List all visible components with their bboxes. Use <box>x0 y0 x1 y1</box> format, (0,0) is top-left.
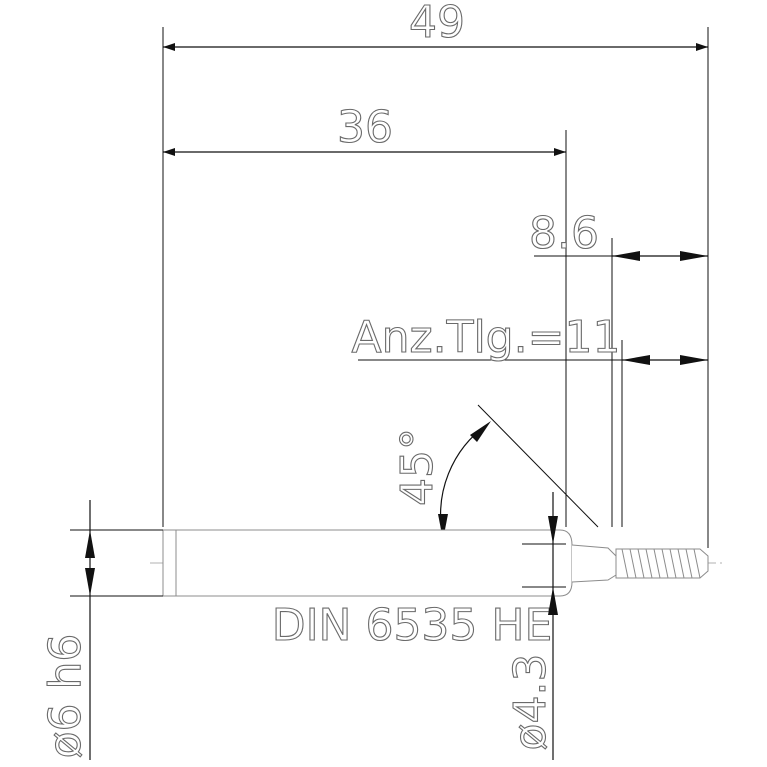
shank-diameter-label: ø6 h6 <box>40 634 91 759</box>
dimension-teeth-count: Anz.Tlg.=11 <box>351 311 708 365</box>
overall-length-label: 49 <box>409 0 465 48</box>
thread-length-label: 8.6 <box>529 208 599 259</box>
extension-lines <box>162 27 709 548</box>
angle-label: 45° <box>392 428 443 506</box>
dimension-shank-diameter: ø6 h6 <box>39 500 163 760</box>
neck-diameter-label: ø4.3 <box>505 654 556 751</box>
shank-length-label: 36 <box>337 102 393 153</box>
teeth-count-label: Anz.Tlg.=11 <box>352 312 621 363</box>
dimension-neck-diameter: ø4.3 <box>504 492 566 760</box>
dimension-angle: 45° <box>391 404 599 544</box>
thread-teeth <box>621 548 701 579</box>
dimension-thread-length: 8.6 <box>528 207 708 261</box>
dimension-shank-length: 36 <box>163 101 566 156</box>
standard-label: DIN 6535 HE <box>272 600 553 651</box>
dimension-overall-length: 49 <box>163 0 708 51</box>
tool-part <box>150 529 725 597</box>
